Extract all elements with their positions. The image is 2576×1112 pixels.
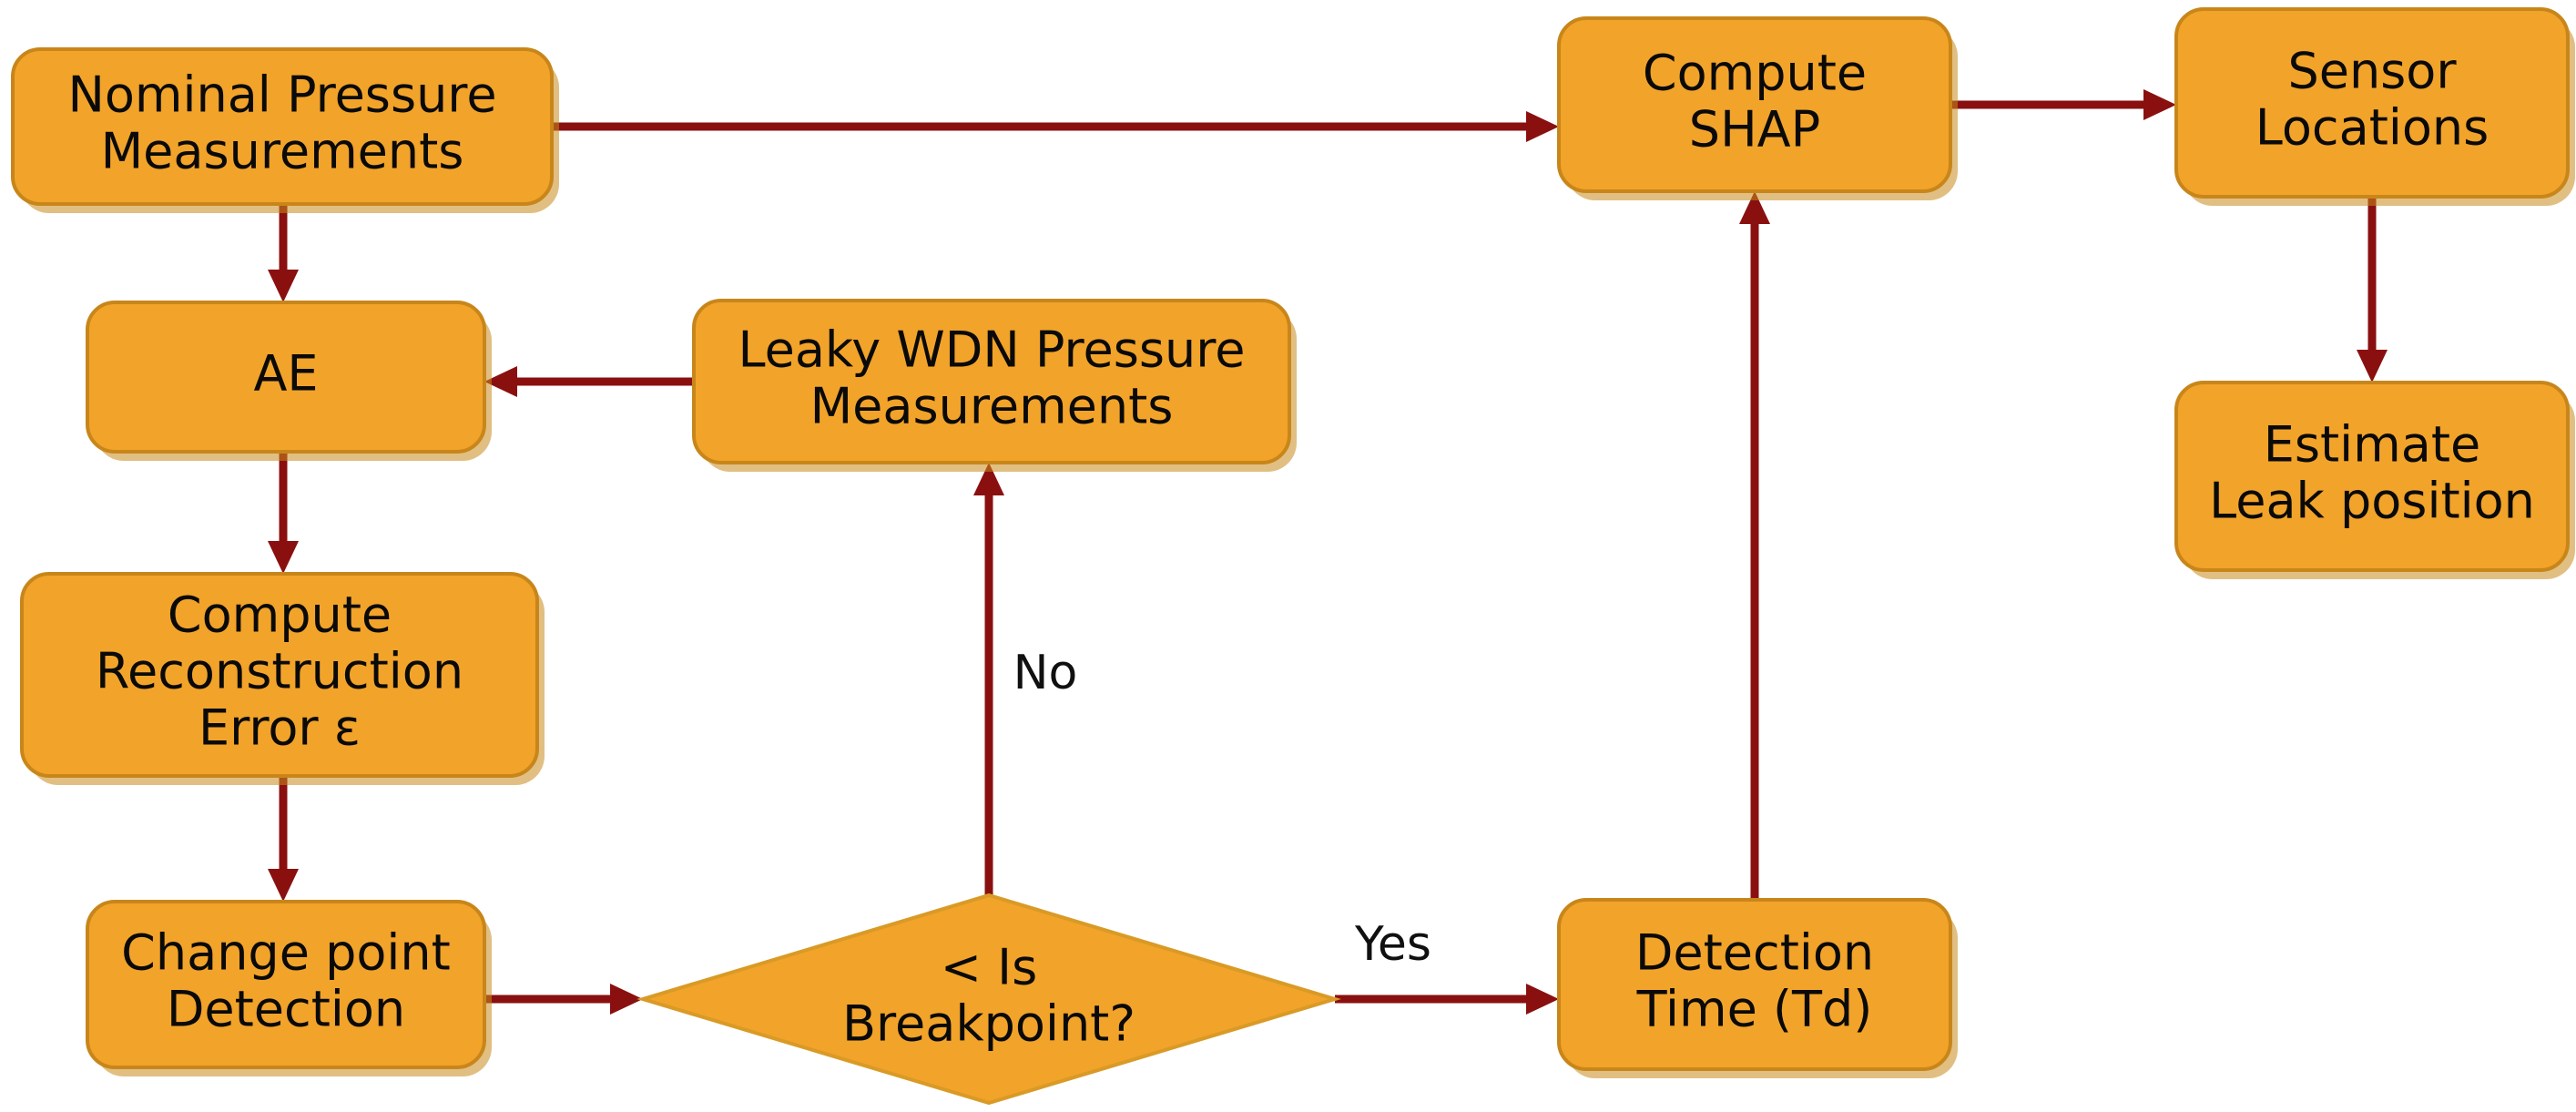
node-shape-rect	[86, 900, 486, 1069]
edge-arrowhead	[268, 270, 299, 302]
edge-error-to-changepoint	[268, 776, 299, 902]
edge-label: No	[1013, 646, 1078, 700]
node-shape-rect	[86, 301, 486, 454]
node-shape-rect	[692, 299, 1291, 464]
edge-arrowhead	[1526, 984, 1559, 1015]
node-ae[interactable]: AE	[86, 301, 492, 461]
edge-sensor-locations-to-estimate	[2357, 197, 2388, 383]
edge-arrowhead	[484, 366, 517, 397]
node-label-line: Compute	[1643, 45, 1867, 102]
edge-ae-to-error	[268, 452, 299, 574]
edge-breakpoint-no-to-leaky	[973, 463, 1004, 895]
edge-arrowhead	[2357, 350, 2388, 383]
node-label-line: Reconstruction	[96, 643, 463, 700]
node-label-line: Leaky WDN Pressure	[738, 321, 1245, 379]
node-label-line: Measurements	[101, 123, 464, 180]
edge-arrowhead	[1739, 191, 1770, 224]
node-label-line: Time (Td)	[1636, 981, 1873, 1038]
node-label-line: Breakpoint?	[842, 995, 1135, 1053]
node-label-line: Detection	[167, 981, 405, 1038]
edge-arrowhead	[2143, 89, 2176, 120]
edge-arrowhead	[973, 463, 1004, 495]
node-shape-rect	[20, 572, 539, 778]
node-shape-rect	[1557, 898, 1952, 1071]
node-label-line: Detection	[1635, 924, 1874, 982]
node-shape-rect	[2174, 7, 2570, 199]
node-shape-rect	[1557, 16, 1952, 193]
node-label-line: Nominal Pressure	[67, 66, 496, 124]
edge-arrowhead	[268, 869, 299, 902]
node-label-line: < Is	[941, 939, 1037, 996]
edges-layer	[268, 89, 2388, 1015]
edge-breakpoint-yes-to-detection-time	[1335, 984, 1559, 1015]
edge-leaky-to-ae	[484, 366, 694, 397]
node-shape-rect	[11, 47, 554, 206]
edge-shap-to-sensor-locations	[1950, 89, 2176, 120]
node-label-line: Compute	[168, 587, 392, 644]
node-shape-rect	[2174, 381, 2570, 572]
edge-arrowhead	[268, 541, 299, 574]
node-label-line: Sensor	[2287, 43, 2457, 100]
node-label-line: Estimate	[2264, 416, 2481, 474]
edge-nominal-to-shap	[552, 111, 1559, 142]
edge-arrowhead	[1526, 111, 1559, 142]
edge-label: Yes	[1354, 917, 1431, 972]
edge-arrowhead	[610, 984, 643, 1015]
node-label-line: Measurements	[810, 378, 1174, 435]
node-label-line: AE	[253, 345, 318, 403]
edge-nominal-to-ae	[268, 204, 299, 302]
edge-detection-time-to-shap	[1739, 191, 1770, 900]
node-shape-diamond	[636, 893, 1341, 1106]
node-label-line: Error ε	[199, 699, 361, 757]
node-label-line: Locations	[2255, 99, 2489, 157]
node-label-line: Change point	[121, 924, 451, 982]
edge-changepoint-to-breakpoint	[484, 984, 643, 1015]
node-label-line: SHAP	[1689, 101, 1820, 158]
node-label-line: Leak position	[2209, 473, 2535, 530]
